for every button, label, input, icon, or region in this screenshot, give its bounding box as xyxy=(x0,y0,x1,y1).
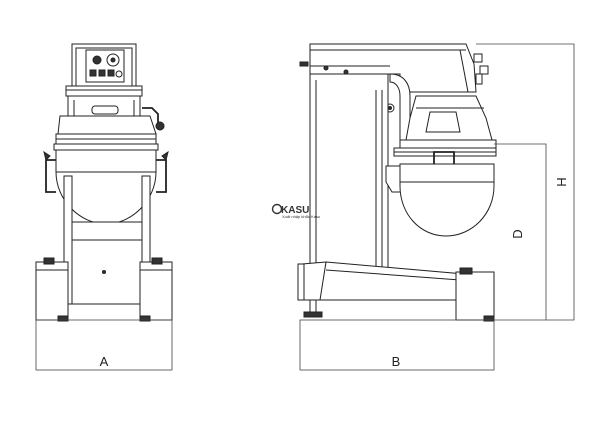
button-icon xyxy=(98,69,106,77)
side-bowl xyxy=(399,163,495,237)
dimension-d-line xyxy=(494,143,547,321)
button-icon xyxy=(107,69,115,77)
bowl-handle-left xyxy=(45,159,56,193)
control-knob-icon xyxy=(92,55,102,65)
side-button-icon xyxy=(473,53,483,63)
dimension-b-box xyxy=(299,319,495,371)
kasu-watermark: KASU Xuất nhập khẩu Kasu xyxy=(271,203,320,219)
side-foot-icon xyxy=(303,311,323,318)
side-column xyxy=(309,73,389,275)
dimension-h-label: H xyxy=(554,177,569,186)
dimension-b-label: B xyxy=(392,354,401,369)
button-icon xyxy=(89,69,97,77)
kasu-logo-icon xyxy=(271,203,283,215)
lever-knob-icon xyxy=(155,121,165,131)
watermark-logo-text: KASU xyxy=(281,205,309,216)
bowl-handle-right xyxy=(156,159,167,193)
dimension-d-label: D xyxy=(510,229,525,238)
dimension-a-label: A xyxy=(100,354,109,369)
base-column xyxy=(71,239,143,305)
dimension-h-line xyxy=(476,43,575,321)
watermark-tagline: Xuất nhập khẩu Kasu xyxy=(282,214,320,219)
side-view: B D H xyxy=(297,43,575,371)
bowl-clamp xyxy=(433,151,455,164)
lever-arm xyxy=(142,107,159,124)
side-base xyxy=(301,261,465,301)
dimension-a-box xyxy=(35,319,173,371)
side-button-icon xyxy=(479,65,489,75)
guard-band xyxy=(57,115,157,135)
front-view: A xyxy=(35,43,173,371)
side-wheel-housing xyxy=(455,271,495,321)
base-foot-right xyxy=(139,261,173,321)
side-guard xyxy=(405,95,493,141)
base-foot-left xyxy=(35,261,69,321)
